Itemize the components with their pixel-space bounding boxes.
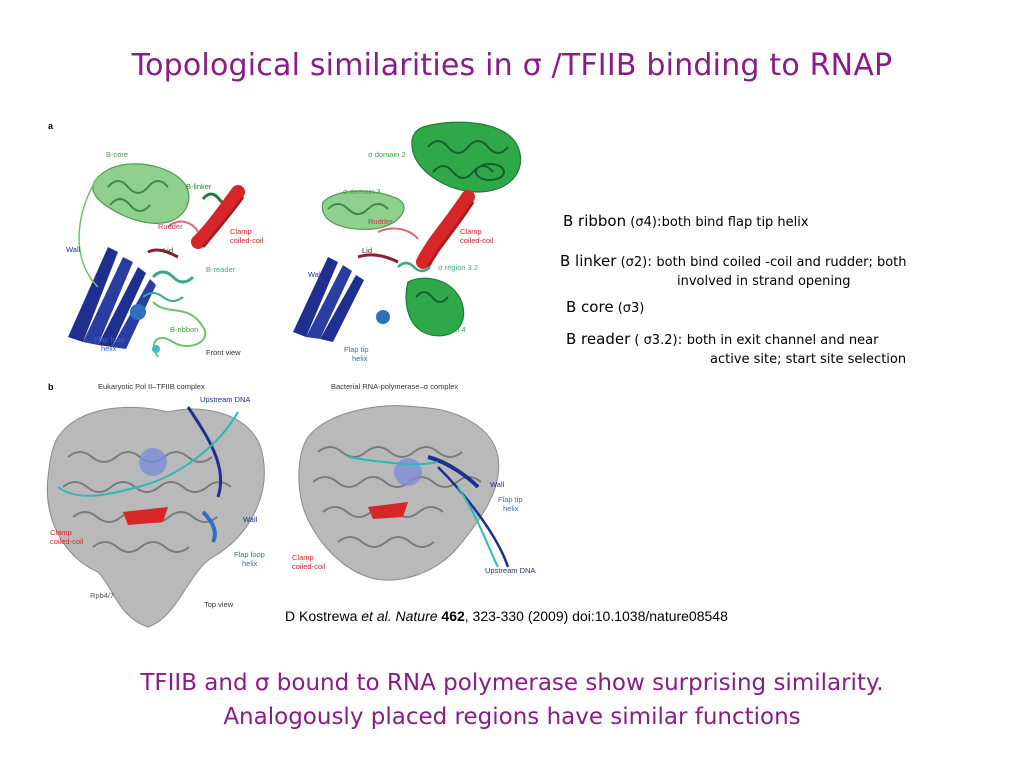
label-clamp-right: Clamp <box>460 227 482 236</box>
label-coiled-b-left: coiled-coil <box>50 537 84 546</box>
note-head: B ribbon <box>563 212 627 230</box>
label-helix-b-right: helix <box>503 504 519 513</box>
panel-a-left-structure <box>68 163 245 358</box>
slide-title: Topological similarities in σ /TFIIB bin… <box>131 48 893 83</box>
label-helix-b-left: helix <box>242 559 258 568</box>
label-coiled-right: coiled-coil <box>460 236 494 245</box>
label-rudder-right: Rudder <box>368 217 393 226</box>
label-sigma-region32: σ region 3.2 <box>438 263 478 272</box>
label-b-linker: B-linker <box>186 182 212 191</box>
note-sub: (σ4) <box>626 215 657 230</box>
label-b-core: B-core <box>106 150 128 159</box>
label-upstream-dna-right: Upstream DNA <box>485 566 535 575</box>
label-coiled-b-right: coiled-coil <box>292 562 326 571</box>
label-sigma-domain3: σ domain 3 <box>343 187 381 196</box>
citation-etal: et al. Nature <box>361 608 442 624</box>
panel-b-label: b <box>48 382 54 392</box>
note-colon: : <box>647 254 657 270</box>
note-sub: (σ3) <box>613 301 645 316</box>
figure-graphic: a b B-core B-linker Rudder Clamp coiled-… <box>46 121 535 628</box>
panel-a-right-structure <box>293 121 522 342</box>
label-wall-a-right: Wall <box>308 270 323 279</box>
label-pol2-complex: Eukaryotic Pol II–TFIIB complex <box>98 382 205 391</box>
note-b-ribbon: B ribbon (σ4):both bind flap tip helix <box>563 212 809 230</box>
note-colon: : <box>656 214 662 230</box>
note-colon: : <box>677 332 687 348</box>
label-b-ribbon: B-ribbon <box>170 325 198 334</box>
label-sigma-domain2: σ domain 2 <box>368 150 406 159</box>
panel-b-right-structure <box>298 405 510 581</box>
label-b-reader: B-reader <box>206 265 236 274</box>
note-text: both bind flap tip helix <box>661 215 809 230</box>
note-head: B reader <box>566 330 631 348</box>
note-b-linker: B linker (σ2): both bind coiled -coil an… <box>560 252 907 289</box>
note-head: B linker <box>560 252 617 270</box>
label-lid-left: Lid <box>163 246 173 255</box>
label-wall-b-left: Wall <box>243 515 258 524</box>
panel-b-left-structure <box>46 406 265 628</box>
summary-line-2: Analogously placed regions have similar … <box>223 704 801 730</box>
label-flap-tip-b: Flap tip <box>498 495 523 504</box>
citation-rest: , 323-330 (2009) doi:10.1038/nature08548 <box>464 608 728 624</box>
label-upstream-dna-left: Upstream DNA <box>200 395 250 404</box>
label-flap-tip-a: Flap tip <box>344 345 369 354</box>
note-continuation: active site; start site selection <box>710 352 907 367</box>
label-lid-right: Lid <box>362 246 372 255</box>
label-wall-a-left: Wall <box>66 245 81 254</box>
citation: D Kostrewa et al. Nature 462, 323-330 (2… <box>285 608 728 624</box>
label-helix-a-left: helix <box>101 344 117 353</box>
label-bacterial-complex: Bacterial RNA-polymerase–σ complex <box>331 382 458 391</box>
citation-volume: 462 <box>441 608 465 624</box>
label-sigma-domain4: σ domain 4 <box>428 325 466 334</box>
note-sub: ( σ3.2) <box>630 333 678 348</box>
note-text: both bind coiled -coil and rudder; both <box>656 255 907 270</box>
citation-author: D Kostrewa <box>285 608 362 624</box>
summary-line-1: TFIIB and σ bound to RNA polymerase show… <box>140 670 884 696</box>
note-b-core: B core (σ3) <box>566 298 644 316</box>
label-clamp-left: Clamp <box>230 227 252 236</box>
panel-a-label: a <box>48 121 54 131</box>
label-coiled-left: coiled-coil <box>230 236 264 245</box>
note-text: both in exit channel and near <box>686 333 879 348</box>
label-clamp-b-left: Clamp <box>50 528 72 537</box>
note-head: B core <box>566 298 614 316</box>
label-rpb47: Rpb4/7 <box>90 591 114 600</box>
label-wall-b-right: Wall <box>490 480 505 489</box>
label-top-view: Top view <box>204 600 234 609</box>
label-helix-a-right: helix <box>352 354 368 363</box>
label-front-view: Front view <box>206 348 241 357</box>
note-sub: (σ2) <box>616 255 648 270</box>
note-continuation: involved in strand opening <box>677 274 851 289</box>
summary: TFIIB and σ bound to RNA polymerase show… <box>0 666 1024 734</box>
label-flap-loop-a: Flap loop <box>94 335 125 344</box>
label-clamp-b-right: Clamp <box>292 553 314 562</box>
label-rudder-left: Rudder <box>158 222 183 231</box>
structure-figure: a b B-core B-linker Rudder Clamp coiled-… <box>38 117 538 637</box>
label-flap-loop-b: Flap loop <box>234 550 265 559</box>
note-b-reader: B reader ( σ3.2): both in exit channel a… <box>566 330 906 367</box>
